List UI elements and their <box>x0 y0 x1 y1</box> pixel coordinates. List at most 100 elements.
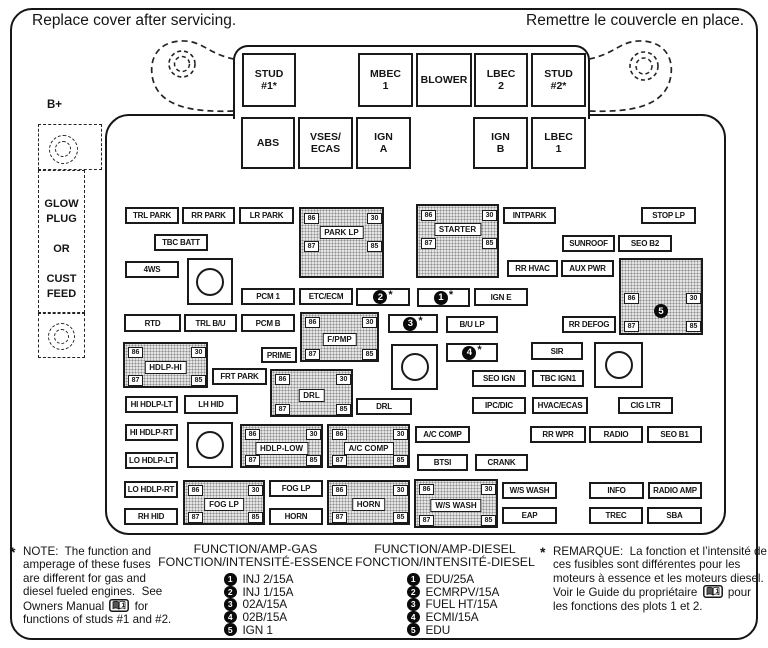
fuse-box-ipc-dic: IPC/DIC <box>472 397 526 414</box>
relay-label-drl: DRL <box>298 388 325 402</box>
socket-circle-icon <box>196 431 224 459</box>
fuse-box-hi-hdlp-lt: HI HDLP-LT <box>125 396 178 413</box>
relay-pin-86: 86 <box>419 484 434 495</box>
relay-pin-86: 86 <box>245 429 260 440</box>
relay-label-hdlp-hi: HDLP-HI <box>144 360 187 374</box>
numbered-fuse-box-2: 2* <box>356 288 410 306</box>
fuse-box-seo-b2: SEO B2 <box>618 235 672 252</box>
legend-item-label: INJ 1/15A <box>242 584 294 599</box>
fuse-box-info: INFO <box>589 482 644 499</box>
page-border <box>10 8 758 640</box>
remarque-line: ces fusibles sont différentes pour les <box>553 558 741 572</box>
relay-socket-box <box>391 344 438 390</box>
numbered-fuse-box-3: 3* <box>388 314 438 333</box>
relay-pin-87: 87 <box>245 455 260 466</box>
owner-manual-book-icon: 1 <box>109 598 130 612</box>
relay-pin-85: 85 <box>248 512 263 523</box>
circled-number-3: 3 <box>403 316 418 331</box>
glow-plug-cust-feed-label: GLOW PLUG OR CUST FEED <box>44 198 79 300</box>
legend-gas-title: FUNCTION/AMP-GAS <box>193 542 318 556</box>
legend-item-label: IGN 1 <box>242 622 273 637</box>
fuse-box-btsi: BTSI <box>417 454 468 471</box>
relay-socket-box <box>187 258 233 305</box>
legend-gas-subtitle: FONCTION/INTENSITÉ-ESSENCE <box>158 555 353 569</box>
relay-socket-box <box>187 422 233 468</box>
fuse-box-stop-lp: STOP LP <box>641 207 696 224</box>
asterisk: * <box>448 289 454 301</box>
socket-circle-icon <box>400 353 429 381</box>
relay-pin-85: 85 <box>306 455 321 466</box>
legend-circled-number-2: 2 <box>224 585 237 599</box>
fuse-box-radio-amp: RADIO AMP <box>648 482 702 499</box>
relay-pin-85: 85 <box>367 241 382 252</box>
connector-box-vses-ecas: VSES/ ECAS <box>298 117 353 169</box>
fuse-box-fog-lp: FOG LP <box>269 480 323 497</box>
relay-label-fog-lp: FOG LP <box>204 498 244 511</box>
relay-pin-86: 86 <box>421 210 436 221</box>
connector-box-ign-b: IGN B <box>473 117 528 169</box>
relay-socket-box <box>594 342 643 388</box>
asterisk: * <box>418 315 423 327</box>
connector-box-lbec-2: LBEC 2 <box>474 53 528 107</box>
fuse-box-trl-b-u: TRL B/U <box>184 314 237 332</box>
circled-number-5: 5 <box>654 304 668 318</box>
fuse-box-crank: CRANK <box>475 454 528 471</box>
legend-diesel-subtitle: FONCTION/INTENSITÉ-DIESEL <box>355 555 535 569</box>
relay-pin-30: 30 <box>248 485 263 496</box>
fuse-box-sba: SBA <box>647 507 702 524</box>
relay-label-a-c-comp: A/C COMP <box>343 441 394 455</box>
legend-item-label: ECMI/15A <box>425 610 479 625</box>
connector-box-stud-2: STUD #2* <box>531 53 586 107</box>
relay-pin-87: 87 <box>419 515 434 526</box>
connector-box-ign-a: IGN A <box>356 117 411 169</box>
relay-pin-87: 87 <box>188 512 203 523</box>
relay-pin-85: 85 <box>482 238 497 249</box>
owner-manual-book-icon: 1 <box>702 585 723 599</box>
legend-item-label: EDU <box>425 622 451 637</box>
fuse-box-tbc-batt: TBC BATT <box>154 234 208 251</box>
caption-english: Replace cover after servicing. <box>32 12 237 29</box>
socket-circle-icon <box>604 351 633 379</box>
remarque-line: moteurs à essence et les moteurs diesel. <box>553 571 764 585</box>
legend-circled-number-5: 5 <box>224 623 237 636</box>
remarque-line: REMARQUE: La fonction et l’intensité de <box>553 545 767 558</box>
relay-pin-30: 30 <box>482 210 497 221</box>
legend-gas: FUNCTION/AMP-GAS FONCTION/INTENSITÉ-ESSE… <box>150 542 361 637</box>
numbered-fuse-box-1: 1* <box>417 288 470 307</box>
fuse-box-pcm-1: PCM 1 <box>241 288 295 305</box>
note-line: functions of studs #1 and #2. <box>23 613 172 627</box>
relay-pin-87: 87 <box>421 238 436 249</box>
fuse-box-seo-ign: SEO IGN <box>472 370 526 387</box>
fuse-box-w-s-wash: W/S WASH <box>502 482 557 499</box>
fuse-box-aux-pwr: AUX PWR <box>561 260 614 277</box>
fuse-box-ign-e: IGN E <box>474 288 528 306</box>
fuse-box-b-u-lp: B/U LP <box>446 316 498 333</box>
legend-circled-number-4: 4 <box>407 610 420 624</box>
relay-pin-86: 86 <box>275 374 290 385</box>
relay-pin-30: 30 <box>191 347 206 358</box>
relay-pin-87: 87 <box>332 455 347 466</box>
fuse-box-rr-park: RR PARK <box>182 207 235 224</box>
fuse-box-a-c-comp: A/C COMP <box>415 426 470 443</box>
relay-pin-85: 85 <box>481 515 496 526</box>
fuse-box-lr-park: LR PARK <box>239 207 294 224</box>
note-asterisk: * <box>10 544 16 560</box>
fuse-box-etc-ecm: ETC/ECM <box>299 288 353 305</box>
fuse-box-trl-park: TRL PARK <box>125 207 179 224</box>
